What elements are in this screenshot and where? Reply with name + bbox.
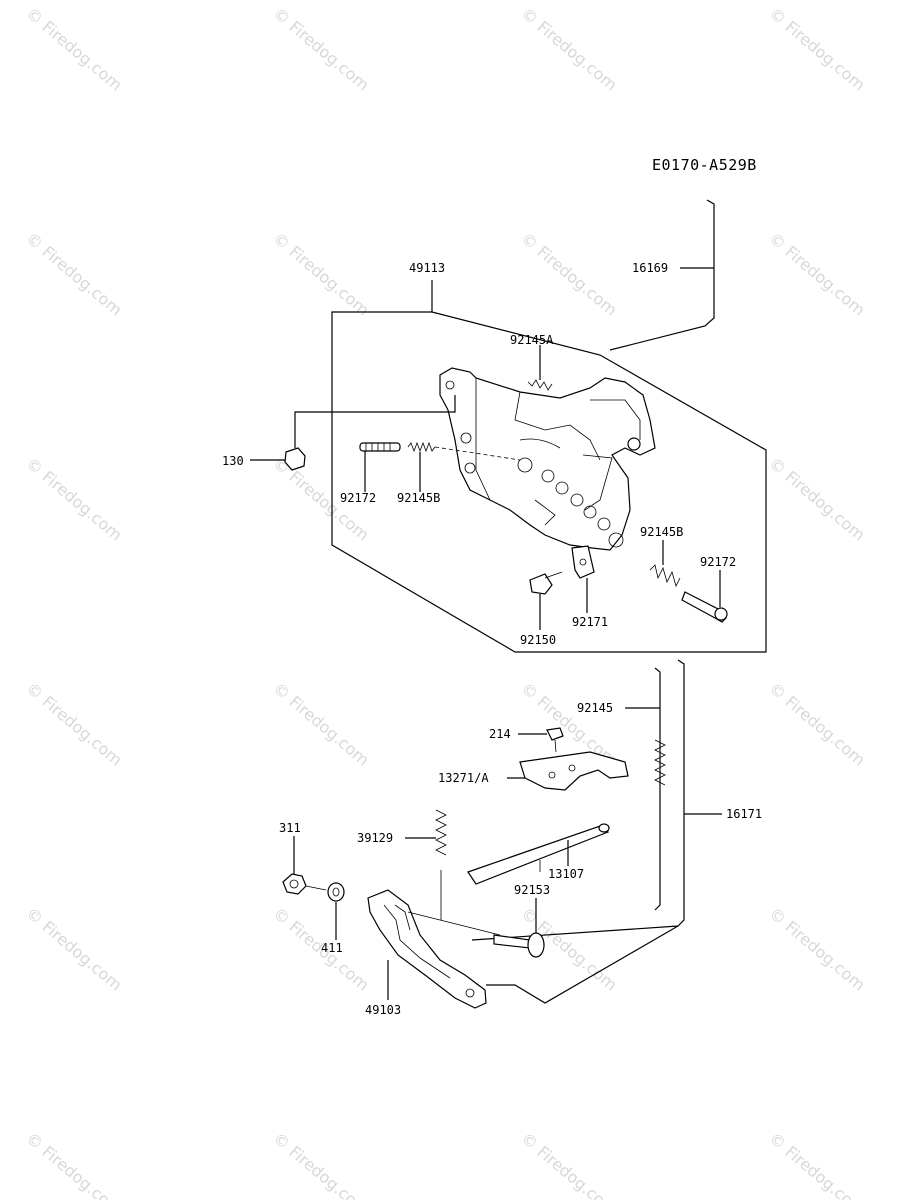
screw-92172-left	[359, 442, 401, 492]
spring-92145B-left	[407, 441, 521, 492]
spring-92145A	[527, 345, 553, 391]
watermark-text: © Firedog.com	[22, 679, 125, 770]
screw-92172-right	[681, 570, 728, 623]
label-92150: 92150	[520, 633, 556, 647]
watermark-text: © Firedog.com	[765, 229, 868, 320]
watermark-text: © Firedog.com	[22, 229, 125, 320]
watermark-text: © Firedog.com	[269, 679, 372, 770]
bolt-92150	[529, 571, 563, 630]
rod-16171	[471, 659, 722, 941]
label-92153: 92153	[514, 883, 550, 897]
watermark-text: © Firedog.com	[269, 1129, 372, 1200]
label-16169: 16169	[632, 261, 668, 275]
watermark-text: © Firedog.com	[22, 904, 125, 995]
label-92145B-left: 92145B	[397, 491, 440, 505]
shaft-13107	[467, 823, 610, 885]
label-92145B-right: 92145B	[640, 525, 683, 539]
plate-13271A	[507, 751, 629, 791]
label-92172-right: 92172	[700, 555, 736, 569]
label-92172-left: 92172	[340, 491, 376, 505]
upper-assembly-outline	[331, 311, 767, 653]
part-labels: 16169 49113 92145A 130 92172 92145B 9214…	[222, 261, 762, 1017]
control-bracket-49113	[439, 367, 656, 551]
label-130: 130	[222, 454, 244, 468]
throttle-rod-16169	[609, 199, 715, 351]
label-39129: 39129	[357, 831, 393, 845]
watermark-layer: © Firedog.com © Firedog.com © Firedog.com ©…	[22, 4, 868, 1200]
lever-49103	[367, 889, 679, 1009]
label-411: 411	[321, 941, 343, 955]
bolt-130	[250, 395, 456, 471]
label-13271A: 13271/A	[438, 771, 489, 785]
nut-311	[282, 836, 307, 895]
watermark-text: © Firedog.com	[22, 454, 125, 545]
spring-92145	[625, 667, 666, 911]
label-214: 214	[489, 727, 511, 741]
label-92145: 92145	[577, 701, 613, 715]
watermark-text: © Firedog.com	[765, 904, 868, 995]
spring-92145B-right	[649, 540, 681, 588]
plate-92171	[571, 545, 595, 613]
label-16171: 16171	[726, 807, 762, 821]
watermark-text: © Firedog.com	[765, 1129, 868, 1200]
washer-411	[305, 882, 345, 940]
diagram-code: E0170-A529B	[652, 156, 757, 174]
watermark-text: © Firedog.com	[517, 1129, 620, 1200]
watermark-text: © Firedog.com	[22, 4, 125, 95]
screw-214	[518, 727, 564, 753]
label-49113: 49113	[409, 261, 445, 275]
spring-39129	[405, 809, 447, 920]
label-92171: 92171	[572, 615, 608, 629]
watermark-text: © Firedog.com	[765, 679, 868, 770]
watermark-text: © Firedog.com	[765, 4, 868, 95]
watermark-text: © Firedog.com	[269, 229, 372, 320]
watermark-text: © Firedog.com	[269, 4, 372, 95]
watermark-text: © Firedog.com	[517, 4, 620, 95]
label-311: 311	[279, 821, 301, 835]
watermark-text: © Firedog.com	[517, 229, 620, 320]
watermark-text: © Firedog.com	[22, 1129, 125, 1200]
pin-92153	[493, 898, 545, 958]
label-49103: 49103	[365, 1003, 401, 1017]
label-13107: 13107	[548, 867, 584, 881]
label-92145A: 92145A	[510, 333, 554, 347]
watermark-text: © Firedog.com	[765, 454, 868, 545]
